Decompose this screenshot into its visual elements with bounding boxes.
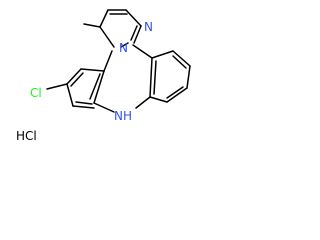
chloro-bond — [46, 83, 68, 90]
methyl-bond — [83, 23, 101, 28]
imine-nitrogen-label: N — [144, 20, 153, 34]
chemical-structure-diagram: N N NH Cl HCl — [16, 9, 191, 143]
bridgehead-nitrogen-label: N — [119, 41, 128, 55]
hydrochloride-label: HCl — [16, 129, 37, 143]
diazepine-ring — [93, 44, 153, 113]
amine-nh-label: NH — [114, 109, 132, 123]
imidazole-ring — [99, 9, 142, 48]
benzene-ring-left — [66, 68, 105, 109]
chlorine-label: Cl — [30, 86, 42, 100]
benzene-ring-right — [149, 50, 191, 103]
